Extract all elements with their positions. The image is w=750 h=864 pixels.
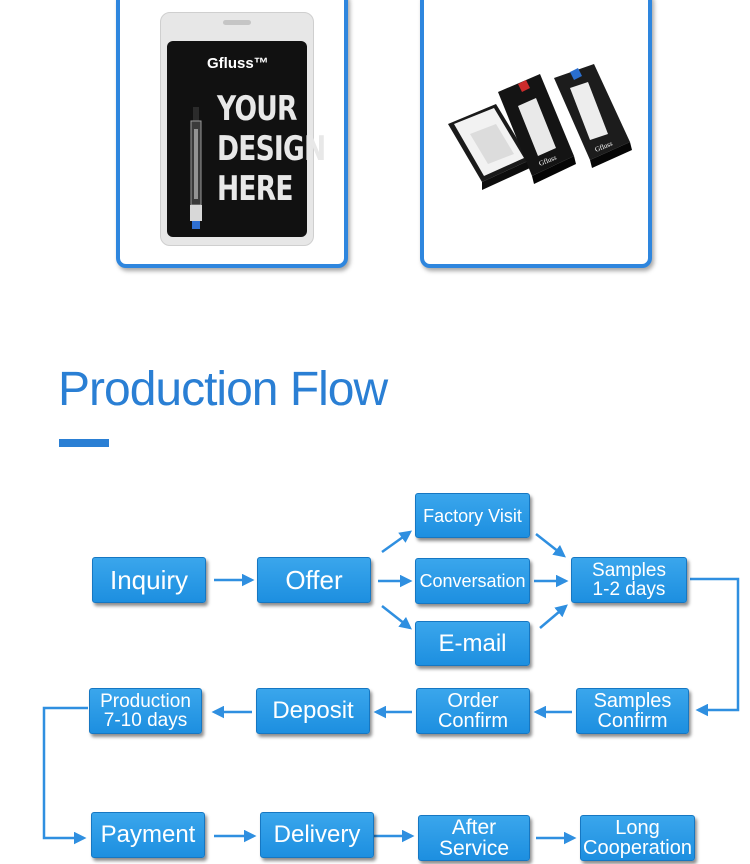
package-brand: Gfluss™ [207,55,269,72]
node-after-service: After Service [418,815,530,861]
node-email: E-mail [415,621,530,666]
cartridge-icon [190,107,202,229]
node-factory-visit: Factory Visit [415,493,530,538]
node-deposit: Deposit [256,688,370,734]
title-underline [59,439,109,447]
node-inquiry: Inquiry [92,557,206,603]
node-samples-confirm: Samples Confirm [576,688,689,734]
node-conversation: Conversation [415,558,530,604]
node-production: Production 7-10 days [89,688,202,734]
arrow-production-payment [42,706,88,845]
product-card-boxes: Gfluss Gfluss [420,0,652,268]
arrow-factory-samples [535,533,566,558]
node-payment: Payment [91,812,205,858]
design-text-line: HERE [217,169,294,209]
node-order-confirm: Order Confirm [416,688,530,734]
hang-hole [223,20,251,25]
black-boxes-image: Gfluss Gfluss [448,64,632,190]
design-text-line: YOUR [217,89,297,129]
arrow-samples-confirm [690,577,740,717]
section-title: Production Flow [58,363,388,416]
blister-package-image: Gfluss™ YOUR DESIGN HERE [160,12,326,246]
arrow-offer-factory [381,530,413,554]
node-delivery: Delivery [260,812,374,858]
node-offer: Offer [257,557,371,603]
package-backing-card: Gfluss™ YOUR DESIGN HERE [167,41,326,237]
product-card-blister: Gfluss™ YOUR DESIGN HERE [116,0,348,268]
design-text-line: DESIGN [217,129,326,169]
node-samples: Samples 1-2 days [571,557,687,603]
arrow-email-samples [539,604,568,629]
arrow-offer-email [381,605,412,630]
node-long-cooperation: Long Cooperation [580,815,695,861]
